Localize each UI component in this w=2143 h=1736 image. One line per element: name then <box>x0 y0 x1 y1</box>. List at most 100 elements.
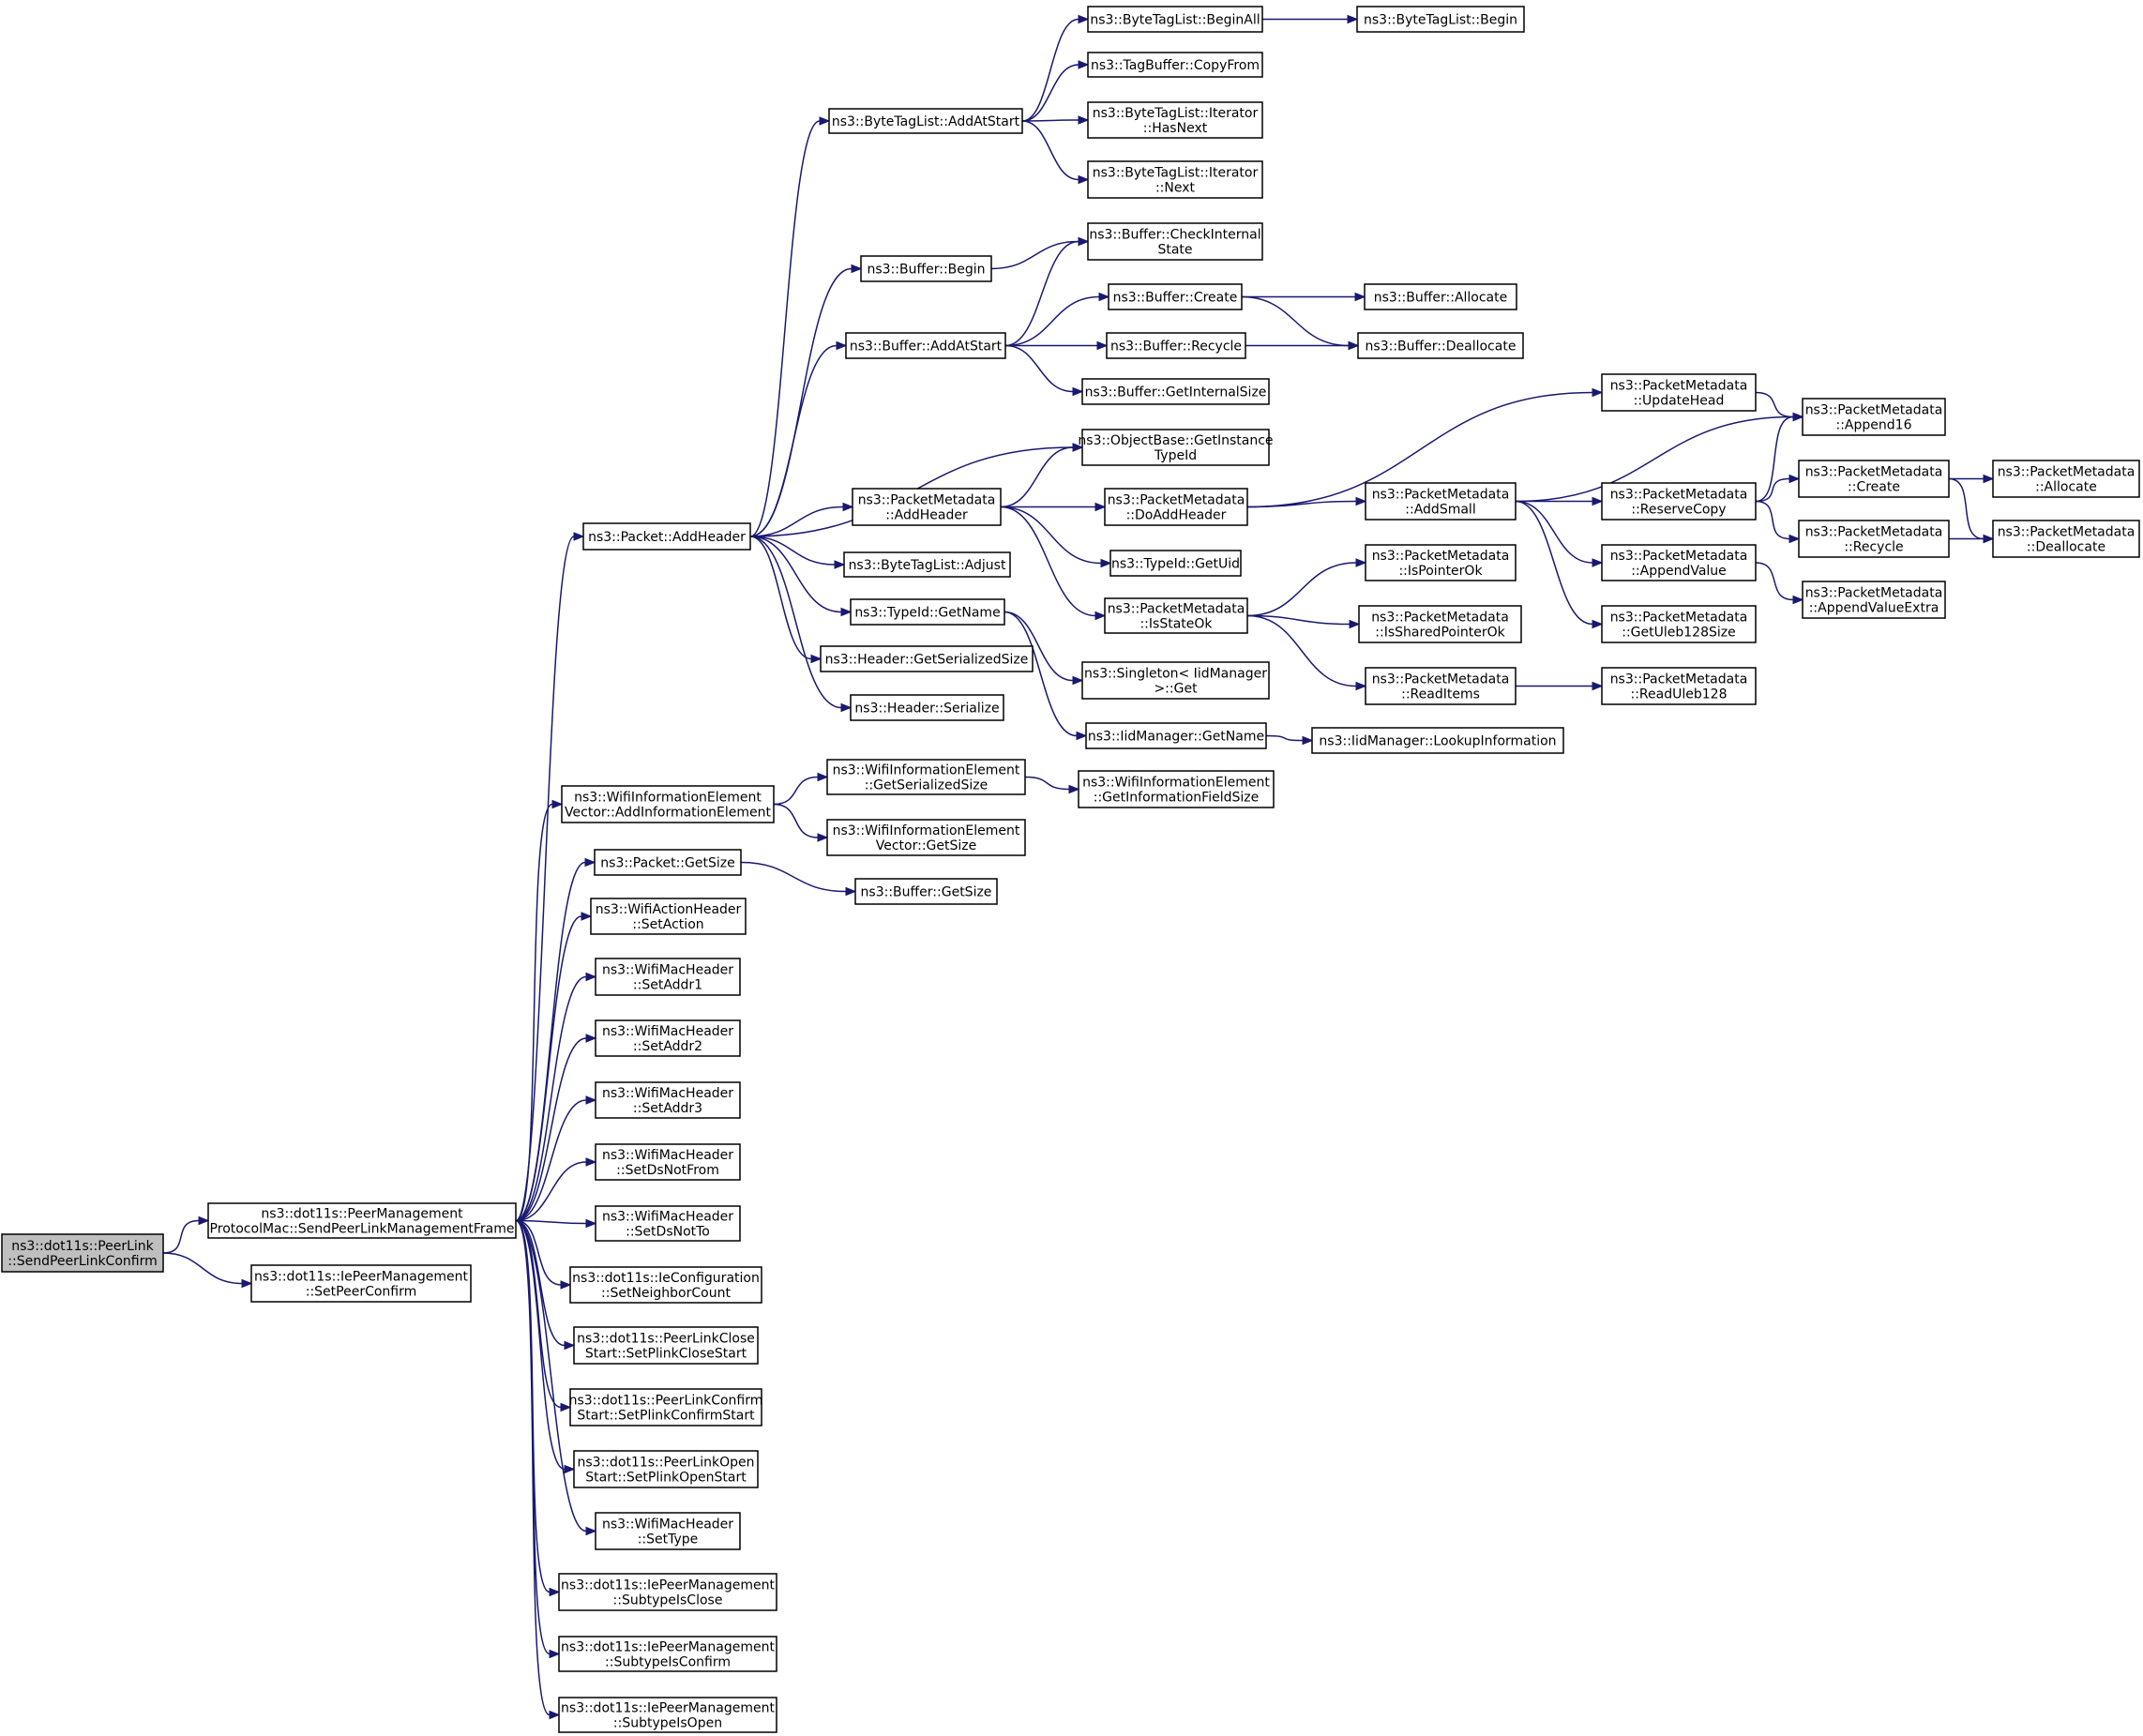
edge-arrowhead <box>1983 534 1995 544</box>
graph-node-n43[interactable]: ns3::Singleton< IidManager >::Get <box>1081 661 1270 700</box>
graph-node-n6[interactable]: ns3::WifiActionHeader::SetAction <box>590 898 747 935</box>
node-label-line: Vector::AddInformationElement <box>565 806 771 821</box>
graph-node-n48[interactable]: ns3::Buffer::Deallocate <box>1357 332 1524 359</box>
node-label-line: ns3::WifiInformationElement <box>1082 776 1270 791</box>
graph-node-n53[interactable]: ns3::PacketMetadata::ReadItems <box>1365 667 1517 705</box>
edge-line <box>162 1219 200 1254</box>
node-box <box>582 522 751 551</box>
graph-node-n5[interactable]: ns3::Packet::GetSize <box>594 849 742 876</box>
graph-node-n27[interactable]: ns3::Header::Serialize <box>850 694 1004 721</box>
node-box <box>854 878 998 905</box>
graph-node-n14[interactable]: ns3::dot11s::PeerLinkConfirmStart::SetPl… <box>569 1388 763 1427</box>
graph-node-n38[interactable]: ns3::Buffer::GetInternalSize <box>1081 378 1270 405</box>
edge-arrowhead <box>836 340 848 351</box>
graph-node-n23[interactable]: ns3::PacketMetadata::AddHeader <box>852 488 1002 526</box>
graph-node-n52[interactable]: ns3::PacketMetadata::IsSharedPointerOk <box>1358 605 1522 643</box>
edge-arrowhead <box>1349 619 1361 629</box>
graph-node-n7[interactable]: ns3::WifiMacHeader::SetAddr1 <box>595 958 741 996</box>
graph-node-n32[interactable]: ns3::TagBuffer::CopyFrom <box>1087 52 1263 78</box>
graph-node-n10[interactable]: ns3::WifiMacHeader::SetDsNotFrom <box>595 1143 741 1181</box>
graph-node-n41[interactable]: ns3::TypeId::GetUid <box>1109 550 1242 577</box>
graph-node-n24[interactable]: ns3::ByteTagList::Adjust <box>843 551 1011 578</box>
graph-node-n18[interactable]: ns3::dot11s::IePeerManagement::SubtypeIs… <box>558 1636 777 1672</box>
graph-node-n31[interactable]: ns3::ByteTagList::BeginAll <box>1087 6 1263 33</box>
graph-node-n51[interactable]: ns3::PacketMetadata::IsPointerOk <box>1365 544 1517 581</box>
graph-node-n11[interactable]: ns3::WifiMacHeader::SetDsNotTo <box>595 1205 741 1242</box>
graph-node-n22[interactable]: ns3::Buffer::AddAtStart <box>845 332 1006 359</box>
graph-node-n40[interactable]: ns3::PacketMetadata::DoAddHeader <box>1104 488 1248 526</box>
graph-node-n13[interactable]: ns3::dot11s::PeerLinkCloseStart::SetPlin… <box>573 1326 759 1365</box>
graph-node-n29[interactable]: ns3::WifiInformationElementVector::GetSi… <box>826 819 1026 856</box>
edge-line <box>1246 614 1351 626</box>
graph-node-n15[interactable]: ns3::dot11s::PeerLinkOpenStart::SetPlink… <box>573 1450 759 1488</box>
edge-line <box>515 1219 562 1286</box>
graph-node-n25[interactable]: ns3::TypeId::GetName <box>850 598 1005 626</box>
node-label-line: ns3::ByteTagList::Adjust <box>849 558 1006 573</box>
graph-node-n62[interactable]: ns3::PacketMetadata::AppendValueExtra <box>1802 581 1946 619</box>
graph-node-n2[interactable]: ns3::dot11s::IePeerManagement::SetPeerCo… <box>250 1264 472 1303</box>
edge-line <box>162 1252 243 1285</box>
graph-node-n60[interactable]: ns3::PacketMetadata::Create <box>1798 460 1950 498</box>
graph-node-n19[interactable]: ns3::dot11s::IePeerManagement::SubtypeIs… <box>558 1697 777 1733</box>
edge-arrowhead <box>560 1280 572 1290</box>
graph-node-n50[interactable]: ns3::PacketMetadata::AddSmall <box>1365 482 1517 521</box>
graph-node-n47[interactable]: ns3::Buffer::Allocate <box>1364 283 1517 310</box>
node-label-line: ns3::PacketMetadata <box>1371 611 1509 626</box>
graph-node-n49[interactable]: ns3::PacketMetadata::UpdateHead <box>1601 373 1757 412</box>
graph-node-n36[interactable]: ns3::Buffer::Create <box>1108 283 1243 310</box>
graph-node-n17[interactable]: ns3::dot11s::IePeerManagement::SubtypeIs… <box>558 1573 777 1611</box>
node-box <box>1365 544 1517 581</box>
call-edge-n0-n1 <box>162 1215 210 1254</box>
graph-node-n44[interactable]: ns3::IidManager::GetName <box>1085 722 1267 749</box>
node-label-line: ns3::ByteTagList::AddAtStart <box>832 114 1020 129</box>
graph-node-n3[interactable]: ns3::Packet::AddHeader <box>582 522 751 551</box>
call-edge-n37-n48 <box>1245 340 1360 351</box>
node-label-line: ::ReadItems <box>1401 687 1480 702</box>
graph-node-n0[interactable]: ns3::dot11s::PeerLink::SendPeerLinkConfi… <box>1 1233 164 1273</box>
graph-node-n54[interactable]: ns3::IidManager::LookupInformation <box>1311 727 1564 754</box>
node-label-line: ns3::ByteTagList::Iterator <box>1093 166 1259 181</box>
edge-arrowhead <box>551 799 564 809</box>
graph-node-n28[interactable]: ns3::WifiInformationElement::GetSerializ… <box>826 759 1026 795</box>
call-edge-n42-n53 <box>1246 614 1367 691</box>
graph-node-n8[interactable]: ns3::WifiMacHeader::SetAddr2 <box>595 1019 741 1057</box>
graph-node-n9[interactable]: ns3::WifiMacHeader::SetAddr3 <box>595 1081 741 1119</box>
graph-node-n42[interactable]: ns3::PacketMetadata::IsStateOk <box>1104 597 1248 634</box>
graph-node-n20[interactable]: ns3::ByteTagList::AddAtStart <box>828 108 1023 134</box>
graph-node-n21[interactable]: ns3::Buffer::Begin <box>860 255 992 282</box>
graph-node-n57[interactable]: ns3::PacketMetadata::AppendValue <box>1601 544 1757 581</box>
graph-node-n61[interactable]: ns3::PacketMetadata::Recycle <box>1798 520 1950 558</box>
graph-node-n30[interactable]: ns3::Buffer::GetSize <box>854 878 998 905</box>
graph-node-n33[interactable]: ns3::ByteTagList::Iterator::HasNext <box>1087 101 1263 139</box>
graph-node-n16[interactable]: ns3::WifiMacHeader::SetType <box>595 1512 741 1550</box>
call-edge-n1-n8 <box>515 1034 597 1222</box>
call-edge-n53-n59 <box>1516 681 1604 691</box>
edge-arrowhead <box>817 772 829 782</box>
node-box <box>573 1326 759 1365</box>
graph-node-n34[interactable]: ns3::ByteTagList::Iterator::Next <box>1087 160 1263 199</box>
node-label-line: ns3::TagBuffer::CopyFrom <box>1091 58 1260 73</box>
graph-node-n26[interactable]: ns3::Header::GetSerializedSize <box>820 645 1034 672</box>
edge-arrowhead <box>1592 619 1604 629</box>
graph-node-n46[interactable]: ns3::ByteTagList::Begin <box>1356 6 1525 33</box>
graph-node-n12[interactable]: ns3::dot11s::IeConfiguration::SetNeighbo… <box>569 1266 762 1304</box>
edge-line <box>515 1219 566 1471</box>
node-box <box>1104 488 1248 526</box>
edge-arrowhead <box>1347 14 1359 24</box>
graph-node-n59[interactable]: ns3::PacketMetadata::ReadUleb128 <box>1601 667 1757 705</box>
graph-node-n56[interactable]: ns3::PacketMetadata::ReserveCopy <box>1601 482 1757 521</box>
graph-node-n37[interactable]: ns3::Buffer::Recycle <box>1106 332 1246 359</box>
graph-node-n45[interactable]: ns3::WifiInformationElement::GetInformat… <box>1078 770 1275 808</box>
node-label-line: ns3::dot11s::PeerLinkOpen <box>578 1456 755 1471</box>
graph-node-n1[interactable]: ns3::dot11s::PeerManagementProtocolMac::… <box>207 1202 517 1239</box>
graph-node-n4[interactable]: ns3::WifiInformationElementVector::AddIn… <box>561 785 775 823</box>
node-label-line: ProtocolMac::SendPeerLinkManagementFrame <box>210 1222 515 1237</box>
graph-node-n63[interactable]: ns3::PacketMetadata::Allocate <box>1992 460 2140 498</box>
graph-node-n58[interactable]: ns3::PacketMetadata::GetUleb128Size <box>1601 605 1757 643</box>
edge-line <box>740 861 847 893</box>
graph-node-n64[interactable]: ns3::PacketMetadata::Deallocate <box>1992 520 2140 558</box>
node-box <box>1365 667 1517 705</box>
graph-node-n55[interactable]: ns3::PacketMetadata::Append16 <box>1802 398 1946 436</box>
